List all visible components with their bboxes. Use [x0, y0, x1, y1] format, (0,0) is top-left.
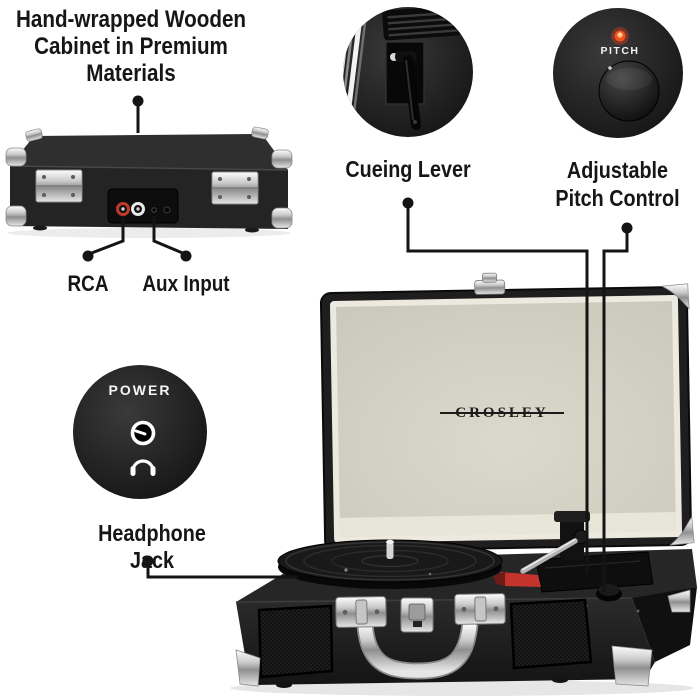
power-panel-label: POWER	[108, 382, 172, 398]
knob-indicator-dot	[608, 66, 612, 70]
pitch-knob	[598, 60, 660, 122]
spindle	[386, 542, 394, 559]
turntable-photo	[230, 272, 697, 696]
tonearm-assembly	[493, 511, 654, 613]
cueing-lever-photo	[343, 7, 473, 137]
corner-protector	[669, 515, 695, 546]
hinge	[35, 169, 83, 203]
speaker-grille-left	[257, 604, 334, 679]
cueing-callout-label: Cueing Lever	[345, 156, 471, 182]
headphones-icon	[130, 459, 156, 476]
aux-callout-label: Aux Input	[142, 271, 230, 296]
platter	[277, 539, 503, 589]
corner-protector	[611, 645, 653, 687]
headphone-callout-label: Headphone Jack	[98, 520, 206, 573]
rca-callout-label: RCA	[67, 271, 109, 296]
tonearm-rest-ribs	[382, 7, 462, 41]
callout-line-aux	[152, 216, 186, 256]
pitch-knob-label: PITCH	[600, 45, 640, 57]
corner-protector	[5, 147, 27, 167]
speaker-grille-right	[509, 598, 593, 670]
cabinet-callout-label: Hand-wrapped Wooden Cabinet in Premium M…	[15, 6, 247, 87]
latch-left	[335, 596, 387, 628]
callout-line-cueing	[406, 203, 589, 574]
corner-protector	[5, 205, 27, 227]
turntable-shadow	[230, 680, 694, 696]
stylus-cartridge	[500, 572, 541, 587]
callout-dots	[82, 95, 633, 567]
center-lock	[400, 597, 434, 633]
corner-protector	[271, 207, 293, 229]
power-jack	[163, 206, 171, 214]
cabinet-back-photo	[5, 126, 293, 238]
crosley-logo: CROSLEY	[440, 404, 564, 422]
aux-jack	[151, 207, 157, 213]
corner-protector	[661, 283, 690, 310]
handle	[356, 622, 479, 680]
pitch-control-photo	[553, 8, 683, 138]
tonearm-tube	[520, 538, 578, 574]
pitch-callout-label: Adjustable Pitch Control	[555, 157, 680, 211]
cabinet-shadow	[7, 228, 291, 238]
cue-lever-handle	[403, 55, 421, 130]
corner-protector	[235, 649, 261, 687]
callout-line-pitch	[602, 228, 629, 592]
latch-right	[454, 593, 506, 625]
hinge	[211, 171, 259, 205]
callout-line-rca	[88, 216, 125, 256]
corner-protector	[271, 149, 293, 169]
power-panel-photo	[73, 365, 207, 499]
corner-protector	[667, 589, 691, 613]
